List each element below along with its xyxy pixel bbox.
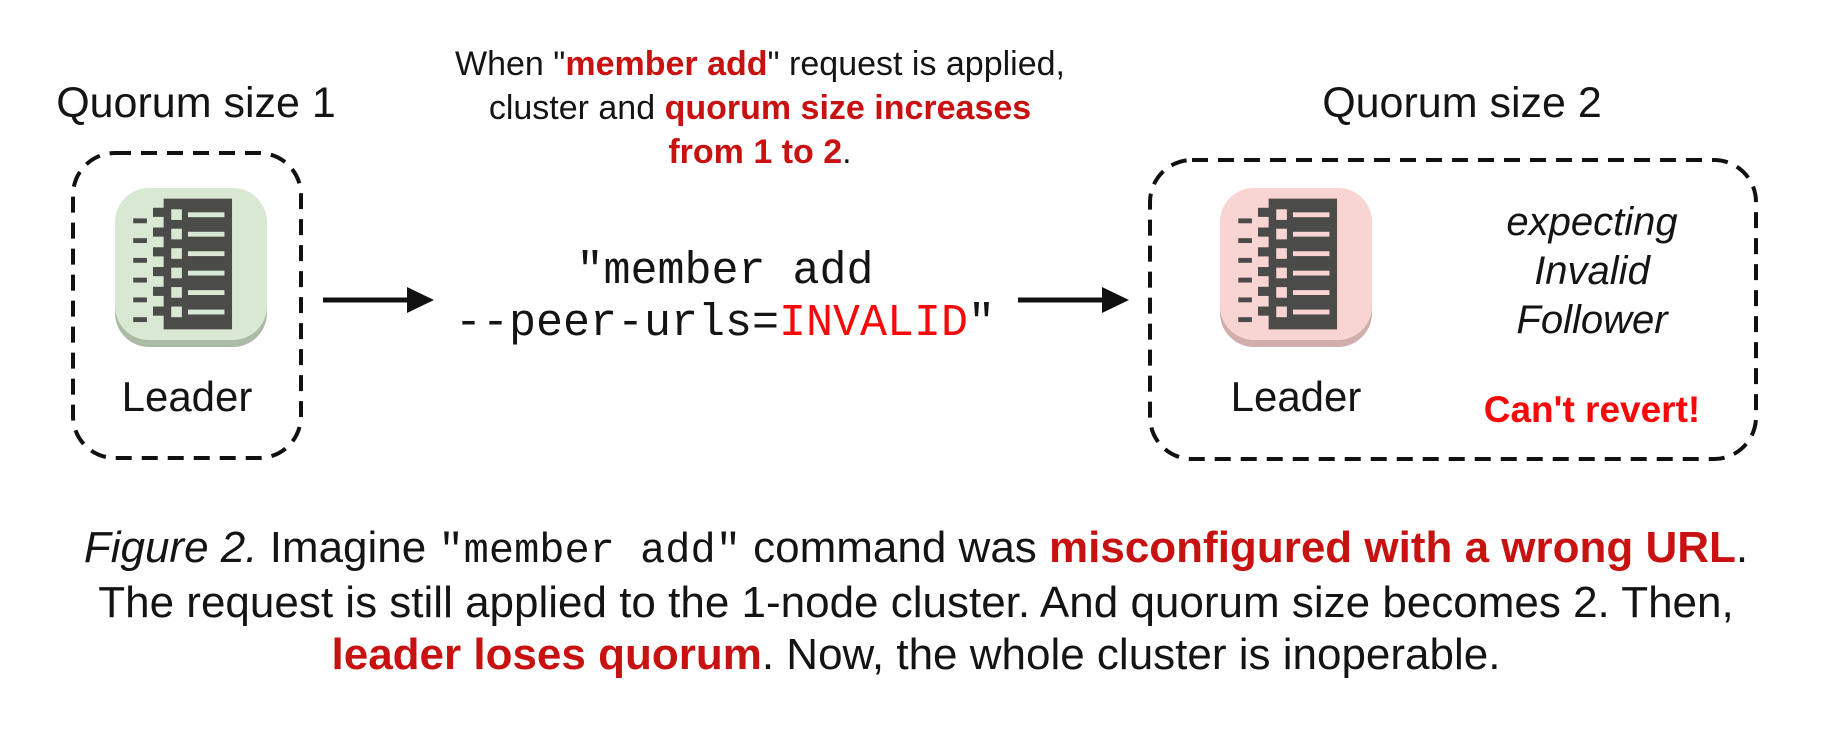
command-line-1: "member add (576, 246, 874, 297)
note-text: When " (455, 45, 566, 83)
caption-command-text: "member add" (438, 527, 741, 575)
caption-line-3: leader loses quorum. Now, the whole clus… (0, 629, 1832, 681)
caption-text: Imagine (257, 523, 439, 572)
right-cluster-title: Quorum size 2 (1322, 79, 1602, 127)
note-emphasis: from 1 to 2 (668, 133, 843, 171)
figure-caption: Figure 2. Imagine "member add" command w… (0, 522, 1832, 681)
caption-line-1: Figure 2. Imagine "member add" command w… (0, 522, 1832, 577)
member-add-note: When "member add" request is applied, cl… (410, 42, 1110, 174)
member-add-command: "member add --peer-urls=INVALID" (425, 246, 1025, 350)
cant-revert-warning: Can't revert! (1483, 389, 1701, 430)
caption-text: . Now, the whole cluster is inoperable. (761, 630, 1501, 679)
caption-line-2: The request is still applied to the 1-no… (98, 578, 1734, 627)
log-list-icon (1238, 198, 1338, 330)
right-arrow-icon (1018, 287, 1129, 313)
expecting-line-2: Invalid (1534, 249, 1650, 293)
note-text: " request is applied, (767, 45, 1065, 83)
note-text: cluster and (488, 89, 665, 127)
command-line-2: --peer-urls=INVALID" (425, 298, 1025, 350)
left-cluster-title: Quorum size 1 (56, 79, 336, 127)
note-text: . (842, 133, 852, 171)
caption-emphasis: misconfigured with a wrong URL (1049, 523, 1736, 572)
command-text: --peer-urls= (454, 298, 779, 349)
note-line-1: When "member add" request is applied, (410, 42, 1110, 86)
log-list-icon (133, 198, 233, 330)
note-emphasis: quorum size increases (664, 89, 1032, 127)
expecting-line-1: expecting (1506, 200, 1678, 244)
caption-text: . (1735, 523, 1749, 572)
left-leader-label: Leader (121, 373, 253, 420)
expecting-line-3: Follower (1516, 298, 1668, 342)
right-leader-label: Leader (1230, 373, 1362, 420)
left-cluster-boundary-icon (71, 151, 303, 460)
note-line-3: from 1 to 2. (410, 130, 1110, 174)
note-line-2: cluster and quorum size increases (410, 86, 1110, 130)
command-invalid-value: INVALID (779, 298, 969, 349)
caption-emphasis: leader loses quorum (331, 630, 762, 679)
right-arrow-icon (323, 287, 434, 313)
leader-node-icon (1220, 188, 1372, 340)
command-text: " (968, 298, 996, 349)
right-cluster-boundary-icon (1148, 158, 1758, 461)
note-emphasis: member add (565, 45, 768, 83)
leader-node-icon (115, 188, 267, 340)
caption-text: command was (740, 523, 1050, 572)
expecting-follower-note: expecting Invalid Follower (1448, 198, 1736, 345)
caption-figure-label: Figure 2. (83, 523, 258, 572)
